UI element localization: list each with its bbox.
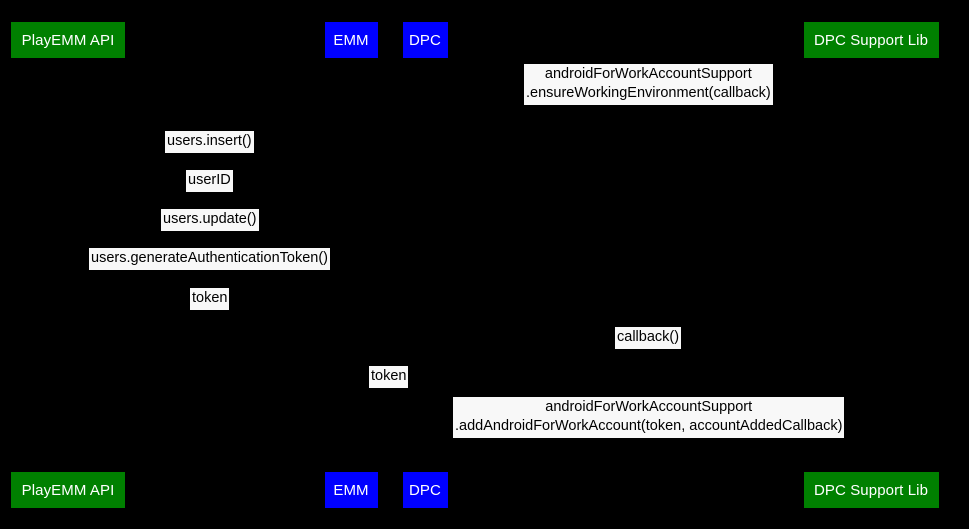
- participant-label: DPC: [409, 31, 441, 49]
- message-label-m1: androidForWorkAccountSupport .ensureWorki…: [524, 64, 773, 105]
- participant-label: EMM: [333, 31, 369, 49]
- participant-bottom-playemm[interactable]: PlayEMM API: [11, 472, 125, 508]
- participant-top-emm[interactable]: EMM: [324, 22, 378, 58]
- participant-top-playemm[interactable]: PlayEMM API: [11, 22, 125, 58]
- message-line-2: .ensureWorkingEnvironment(callback): [526, 85, 771, 101]
- participant-bottom-dpclib[interactable]: DPC Support Lib: [803, 472, 939, 508]
- message-label-m7: callback(): [615, 327, 682, 349]
- message-line-1: callback(): [617, 329, 680, 345]
- message-line-1: token: [192, 290, 228, 306]
- message-label-m6: token: [190, 288, 230, 310]
- message-label-m2: users.insert(): [165, 131, 254, 153]
- participant-label: PlayEMM API: [21, 31, 115, 49]
- lifeline-emm: [351, 58, 352, 472]
- participant-top-dpclib[interactable]: DPC Support Lib: [803, 22, 939, 58]
- message-label-m8: token: [369, 366, 409, 388]
- message-line-1: androidForWorkAccountSupport: [544, 66, 752, 82]
- message-arrow-m3: [68, 193, 351, 194]
- participant-bottom-dpc[interactable]: DPC: [402, 472, 448, 508]
- lifeline-dpc: [425, 58, 426, 472]
- lifeline-playemm: [68, 58, 69, 472]
- participant-label: EMM: [333, 481, 369, 499]
- message-arrow-m4: [68, 232, 351, 233]
- message-label-m4: users.update(): [161, 209, 259, 231]
- message-arrow-m2: [68, 154, 351, 155]
- message-arrow-m7: [425, 350, 871, 351]
- participant-top-dpc[interactable]: DPC: [402, 22, 448, 58]
- message-line-1: token: [371, 368, 407, 384]
- message-label-m5: users.generateAuthenticationToken(): [89, 248, 330, 270]
- participant-bottom-emm[interactable]: EMM: [324, 472, 378, 508]
- message-label-m3: userID: [186, 170, 233, 192]
- participant-label: DPC: [409, 481, 441, 499]
- message-label-m9: androidForWorkAccountSupport .addAndroidF…: [453, 397, 845, 438]
- message-line-1: users.update(): [163, 211, 257, 227]
- message-line-1: users.generateAuthenticationToken(): [91, 250, 328, 266]
- participant-label: PlayEMM API: [21, 481, 115, 499]
- message-arrow-m8: [351, 389, 425, 390]
- message-arrow-m5: [68, 271, 351, 272]
- message-line-2: .addAndroidForWorkAccount(token, account…: [455, 418, 843, 434]
- participant-label: DPC Support Lib: [813, 481, 929, 499]
- participant-label: DPC Support Lib: [813, 31, 929, 49]
- message-line-1: androidForWorkAccountSupport: [545, 399, 753, 415]
- message-line-1: userID: [188, 172, 231, 188]
- lifeline-dpclib: [871, 58, 872, 472]
- message-arrow-m6: [68, 311, 351, 312]
- message-line-1: users.insert(): [167, 133, 252, 149]
